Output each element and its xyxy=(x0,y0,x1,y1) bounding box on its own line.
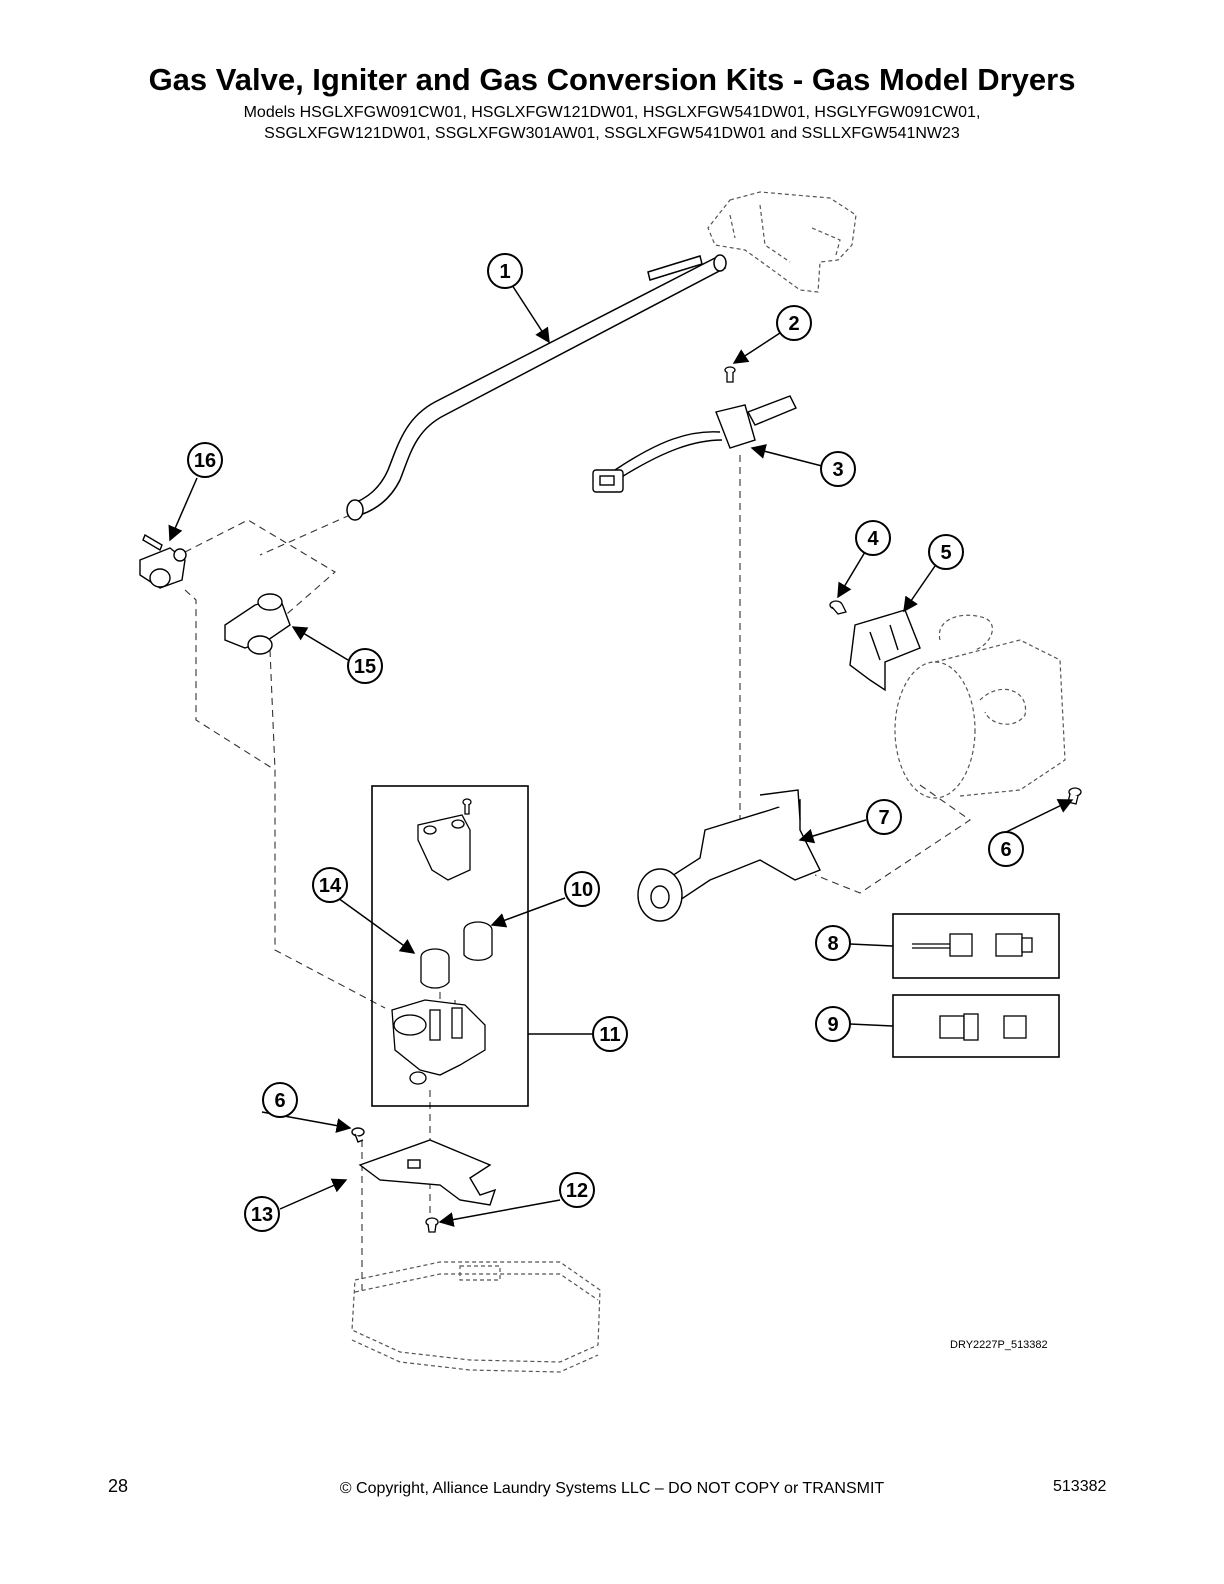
screw-part xyxy=(724,366,736,383)
conversion-kit-box xyxy=(892,994,1060,1058)
dryer-frame-outline xyxy=(707,191,857,293)
page-number: 28 xyxy=(108,1476,129,1496)
callout-label: 2 xyxy=(788,313,799,335)
callout-label: 4 xyxy=(867,528,879,550)
gas-pipe-part xyxy=(346,254,727,521)
burner-tube-part xyxy=(637,789,821,922)
callout-10: 10 xyxy=(564,871,600,907)
callout-9: 9 xyxy=(815,1006,851,1042)
copyright-notice: © Copyright, Alliance Laundry Systems LL… xyxy=(339,1480,885,1497)
callout-label: 14 xyxy=(319,875,342,897)
screw-part xyxy=(425,1217,439,1233)
callout-4: 4 xyxy=(855,520,891,556)
callout-5: 5 xyxy=(928,534,964,570)
callout-label: 6 xyxy=(274,1090,285,1112)
page-title: Gas Valve, Igniter and Gas Conversion Ki… xyxy=(148,62,1076,97)
callout-label: 12 xyxy=(566,1180,588,1202)
burner-housing-outline xyxy=(894,614,1066,799)
callout-label: 13 xyxy=(251,1204,273,1226)
callout-8: 8 xyxy=(815,925,851,961)
callout-6-right: 6 xyxy=(988,831,1024,867)
callout-label: 15 xyxy=(354,656,376,678)
models-line-2: SSGLXFGW121DW01, SSGLXFGW301AW01, SSGLXF… xyxy=(264,125,960,142)
callout-label: 8 xyxy=(827,933,838,955)
callout-label: 11 xyxy=(599,1024,620,1046)
callout-label: 5 xyxy=(940,542,951,564)
bracket-part xyxy=(849,609,921,692)
callout-label: 7 xyxy=(878,807,889,829)
drawing-id: DRY2227P_513382 xyxy=(950,1339,1048,1351)
models-line-1: Models HSGLXFGW091CW01, HSGLXFGW121DW01,… xyxy=(243,104,981,121)
mounting-plate-part xyxy=(351,1127,497,1206)
orifice-kit-box xyxy=(892,913,1060,979)
callout-13: 13 xyxy=(244,1196,280,1232)
callout-11: 11 xyxy=(592,1016,628,1052)
gas-valve-box xyxy=(371,785,529,1107)
callout-label: 6 xyxy=(1000,839,1011,861)
callout-label: 9 xyxy=(827,1014,838,1036)
base-plate-outline xyxy=(351,1261,601,1373)
document-number: 513382 xyxy=(1053,1478,1107,1495)
callout-label: 10 xyxy=(571,879,593,901)
callout-2: 2 xyxy=(776,305,812,341)
callout-14: 14 xyxy=(312,867,348,903)
callout-leaders xyxy=(168,284,1074,1227)
callout-3: 3 xyxy=(820,451,856,487)
igniter-part xyxy=(592,395,797,493)
callout-label: 3 xyxy=(832,459,843,481)
callout-1: 1 xyxy=(487,253,523,289)
callout-16: 16 xyxy=(187,442,223,478)
callout-7: 7 xyxy=(866,799,902,835)
callout-6-lower-left: 6 xyxy=(262,1082,298,1118)
elbow-fitting-part xyxy=(224,593,291,655)
callout-label: 1 xyxy=(499,261,510,283)
assembly-lines xyxy=(184,455,971,1290)
callout-15: 15 xyxy=(347,648,383,684)
callout-plain-leaders xyxy=(528,943,894,1035)
shutoff-valve-part xyxy=(139,533,187,589)
callout-12: 12 xyxy=(559,1172,595,1208)
callout-label: 16 xyxy=(194,450,216,472)
screw-part xyxy=(829,600,847,615)
